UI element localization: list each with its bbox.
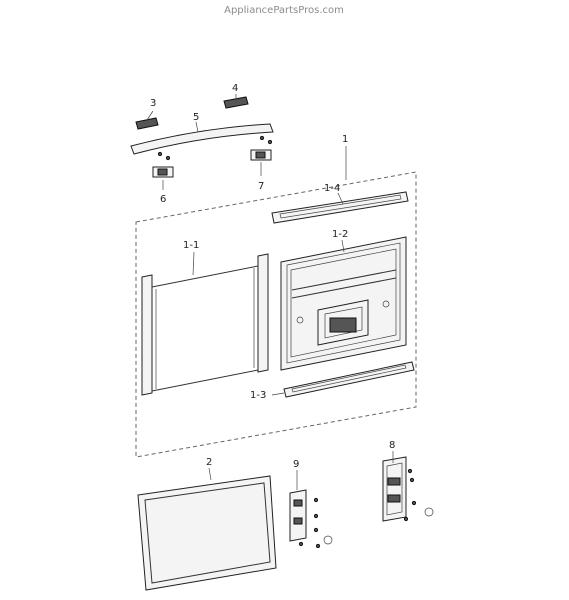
part-5-hinge-cover[interactable]: 5 (130, 112, 274, 161)
part-3-cap[interactable]: 3 (135, 98, 159, 130)
part-2-door-gasket[interactable]: 2 (137, 457, 277, 591)
callout-1: 1 (342, 134, 348, 145)
callout-9: 9 (293, 459, 299, 470)
callout-5: 5 (193, 112, 199, 123)
part-6-hinge-bracket[interactable]: 6 (152, 166, 174, 205)
callout-6: 6 (160, 194, 166, 205)
assembly-1-boundary (135, 171, 417, 458)
part-4-cap[interactable]: 4 (223, 83, 249, 109)
part-1-1-door-panel[interactable]: 1-1 (141, 240, 269, 396)
callout-4: 4 (232, 83, 238, 94)
callout-1-4: 1-4 (324, 183, 340, 194)
callout-1-1: 1-1 (183, 240, 199, 251)
callout-1-2: 1-2 (332, 229, 348, 240)
part-1-door-assembly-label[interactable]: 1 (342, 134, 348, 180)
part-1-2-door-liner[interactable]: 1-2 (280, 229, 407, 371)
callout-3: 3 (150, 98, 156, 109)
part-1-4-top-trim[interactable]: 1-4 (271, 183, 409, 224)
callout-2: 2 (206, 457, 212, 468)
callout-7: 7 (258, 181, 264, 192)
part-1-3-bottom-trim[interactable]: 1-3 (250, 361, 415, 401)
callout-1-3: 1-3 (250, 390, 266, 401)
part-8-hinge-bracket[interactable]: 8 (382, 440, 434, 522)
part-7-hinge-bracket[interactable]: 7 (250, 149, 272, 192)
watermark-text: AppliancePartsPros.com (224, 5, 344, 16)
part-9-lower-hinge[interactable]: 9 (289, 459, 333, 549)
callout-8: 8 (389, 440, 395, 451)
